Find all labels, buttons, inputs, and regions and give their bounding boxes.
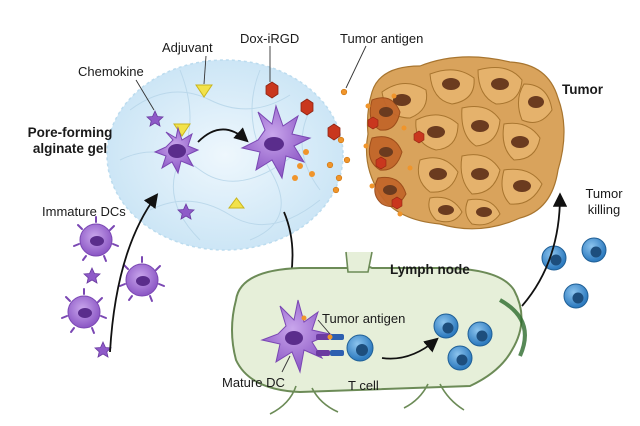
dox-hexagon <box>265 81 279 99</box>
circulating-t-cells <box>541 237 607 309</box>
alginate-gel <box>106 59 344 251</box>
tumor-antigen-dots <box>326 88 351 194</box>
immature-dc-cell <box>61 288 107 334</box>
dox-hexagon <box>327 123 341 141</box>
label-chemokine: Chemokine <box>78 64 144 79</box>
label-tumor-antigen-top: Tumor antigen <box>340 31 424 46</box>
t-cell <box>346 334 374 362</box>
label-adjuvant: Adjuvant <box>162 40 213 55</box>
immature-dcs <box>61 216 165 334</box>
label-tumor-antigen-node: Tumor antigen <box>322 311 406 326</box>
label-lymph-node: Lymph node <box>390 262 470 277</box>
tumor-killing-arrow <box>521 192 568 307</box>
t-cell <box>581 237 607 263</box>
label-tumor-killing-line1: Tumor <box>585 186 623 201</box>
chemokine-stars <box>83 110 195 358</box>
dox-irgd-particles <box>265 81 341 141</box>
chemokine-star <box>94 341 112 358</box>
t-cell <box>447 345 473 371</box>
t-cell <box>541 245 567 271</box>
chemokine-star <box>177 203 195 220</box>
expansion-arrow <box>381 337 439 360</box>
label-mature-dc: Mature DC <box>222 375 285 390</box>
label-tumor-killing-line2: killing <box>587 202 621 217</box>
tumor-mass <box>363 56 565 230</box>
chemokine-star <box>146 110 164 127</box>
t-cell <box>467 321 493 347</box>
adjuvant-triangle <box>228 197 245 209</box>
label-t-cell: T cell <box>348 378 379 393</box>
mhc-tcr-complex <box>316 334 344 356</box>
label-dox-irgd: Dox-iRGD <box>240 31 300 46</box>
label-tumor: Tumor <box>562 82 603 97</box>
t-cell <box>563 283 589 309</box>
dox-hexagon <box>300 98 314 116</box>
label-immature-dcs: Immature DCs <box>42 204 126 219</box>
expanded-t-cells <box>433 313 493 371</box>
label-leaders <box>135 45 367 373</box>
activated-dc-in-gel <box>240 104 315 181</box>
gel-maturation-arrow <box>197 127 249 143</box>
mature-dc <box>260 299 332 374</box>
label-gel-line1: Pore-forming <box>27 125 113 140</box>
adjuvant-particles <box>173 84 245 209</box>
t-cell <box>433 313 459 339</box>
chemokine-star <box>83 267 101 284</box>
adjuvant-triangle <box>195 84 213 98</box>
immature-dc-cell <box>119 256 165 302</box>
recruitment-arrow <box>109 193 159 353</box>
label-gel-line2: alginate gel <box>32 141 108 156</box>
dendritic-cell-in-gel <box>153 126 200 175</box>
immature-dc-cell <box>73 216 119 262</box>
